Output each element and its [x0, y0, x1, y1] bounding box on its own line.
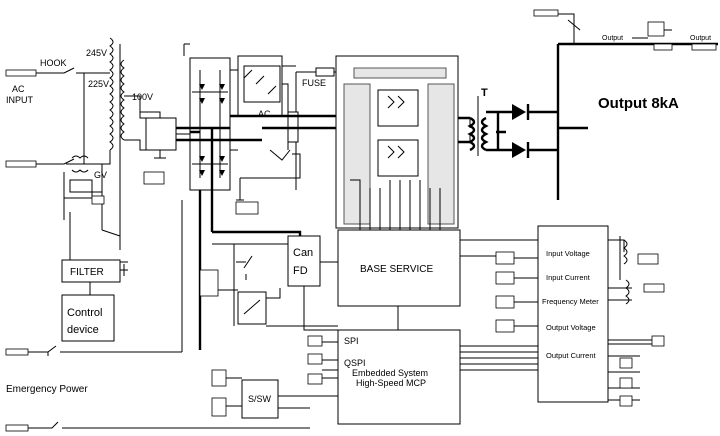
voltage-245v-label: 245V: [86, 48, 107, 58]
ssw-block: [241, 379, 279, 419]
diagram-labels: HOOK AC INPUT 245V 225V 100V GV FILTER C…: [6, 35, 711, 404]
rectifier-terminal-block: [235, 201, 259, 215]
emergency-terminal-top: [5, 348, 29, 356]
control-device-label-line2: device: [67, 324, 99, 336]
ac-input-label-line1: AC: [12, 84, 25, 94]
voltage-100v-label: 100V: [132, 92, 153, 102]
measurement-panel: [495, 225, 665, 407]
emergency-power-label: Emergency Power: [6, 384, 88, 395]
embedded-system-block: [337, 329, 461, 425]
hook-label: HOOK: [40, 58, 67, 68]
emergency-terminal-bottom: [5, 424, 29, 432]
fuse: [315, 67, 335, 77]
ssw-label: S/SW: [248, 394, 272, 404]
gv-label: GV: [94, 170, 107, 180]
control-device-block: [61, 294, 115, 342]
frequency-meter-label: Frequency Meter: [542, 297, 599, 306]
input-voltage-label: Input Voltage: [546, 249, 590, 258]
ac-switch-label: AC: [258, 109, 271, 119]
input-current-label: Input Current: [546, 273, 591, 282]
regulator-module: [145, 117, 177, 151]
base-service-block: [337, 229, 461, 307]
ac-input-terminal-bottom: [5, 160, 37, 168]
rectifier-block: [189, 57, 231, 191]
output-8ka-label: Output 8kA: [598, 95, 679, 112]
inverter-section: [335, 55, 459, 230]
embedded-system-label-line1: Embedded System: [352, 368, 428, 378]
ac-input-label-line2: INPUT: [6, 95, 34, 105]
can-fd-label-line1: Can: [293, 247, 313, 259]
output-section: [467, 9, 718, 200]
base-service-label: BASE SERVICE: [360, 264, 434, 275]
filter-label: FILTER: [70, 267, 104, 278]
fuse-label: FUSE: [302, 78, 326, 88]
can-fd-label-line2: FD: [293, 265, 308, 277]
qspi-label: QSPI: [344, 358, 366, 368]
regulator-terminal-block: [143, 171, 165, 185]
transformer-label: T: [481, 87, 488, 99]
measurement-panel-box: [537, 225, 609, 403]
spi-label: SPI: [344, 336, 359, 346]
can-fd-block: [287, 235, 321, 287]
embedded-system-label-line2: High-Speed MCP: [356, 378, 426, 388]
output-label-left: Output: [602, 35, 623, 42]
ac-input-section: [5, 37, 310, 432]
ac-input-terminal-top: [5, 69, 37, 77]
output-voltage-label: Output Voltage: [546, 323, 596, 332]
control-device-label-line1: Control: [67, 307, 102, 319]
output-current-label: Output Current: [546, 351, 597, 360]
voltage-225v-label: 225V: [88, 79, 109, 89]
output-label-right: Output: [690, 35, 711, 42]
control-blocks: [199, 229, 540, 425]
filter-block: [61, 259, 121, 283]
